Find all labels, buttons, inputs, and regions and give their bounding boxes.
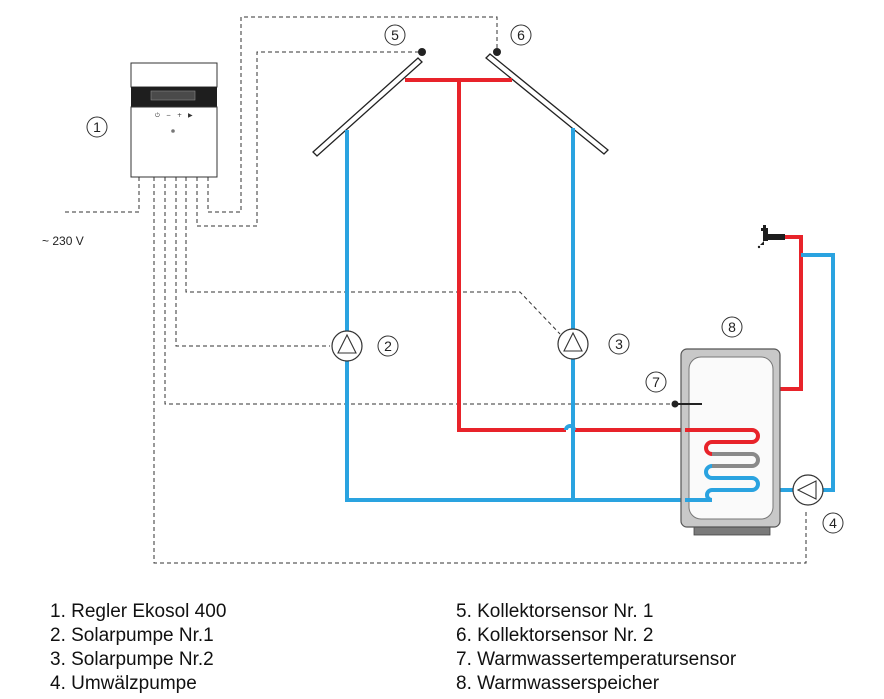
controller-top-cover [130, 62, 218, 88]
legend-item-6: 6. Kollektorsensor Nr. 2 [456, 625, 654, 646]
svg-text:3: 3 [615, 336, 623, 352]
callout-3: 3 [608, 333, 630, 355]
callout-2: 2 [377, 335, 399, 357]
callout-7: 7 [645, 371, 667, 393]
pipe-crossover [564, 424, 576, 431]
legend-left: 1. Regler Ekosol 400 2. Solarpumpe Nr.1 … [50, 600, 226, 696]
legend-right: 5. Kollektorsensor Nr. 1 6. Kollektorsen… [456, 600, 736, 696]
callout-4: 4 [822, 512, 844, 534]
callout-6: 6 [510, 24, 532, 46]
svg-text:6: 6 [517, 27, 525, 43]
legend-item-2: 2. Solarpumpe Nr.1 [50, 625, 214, 646]
legend-item-3: 3. Solarpumpe Nr.2 [50, 649, 214, 670]
callout-5: 5 [384, 24, 406, 46]
wire-sensor-5 [196, 51, 422, 227]
svg-text:1: 1 [93, 119, 101, 135]
legend-item-8: 8. Warmwasserspeicher [456, 673, 660, 694]
svg-text:2: 2 [384, 338, 392, 354]
wire-tank-sensor [164, 177, 672, 405]
heat-exchanger-coil [685, 428, 760, 502]
callouts: 1 2 3 4 5 6 7 8 [86, 24, 844, 534]
controller-button-minus: − [166, 112, 171, 119]
hot-pipes [405, 78, 803, 432]
solar-collector-right [485, 53, 609, 155]
collector-sensor-5 [418, 48, 426, 56]
tank-sensor-7 [671, 400, 679, 408]
controller-button-ok: ▶ [188, 112, 193, 119]
wire-pump-4 [153, 177, 807, 564]
hot-pipe-to-tap [772, 235, 803, 391]
legend-item-7: 7. Warmwassertemperatursensor [456, 649, 737, 670]
tank-inner [688, 356, 774, 520]
svg-text:4: 4 [829, 515, 837, 531]
legend-item-1: 1. Regler Ekosol 400 [50, 601, 227, 622]
pump-3 [557, 328, 589, 360]
svg-text:7: 7 [652, 374, 660, 390]
wiring [65, 16, 807, 564]
svg-text:5: 5 [391, 27, 399, 43]
controller-button-plus: + [177, 112, 182, 119]
svg-text:8: 8 [728, 319, 736, 335]
cold-pipe-left-return [345, 130, 685, 502]
hot-water-tank [671, 348, 781, 536]
controller-screen [150, 90, 196, 101]
wire-sensor-6 [207, 16, 498, 213]
power-supply-label: ~ 230 V [42, 234, 84, 248]
pump-4 [792, 474, 824, 506]
callout-8: 8 [721, 316, 743, 338]
controller-body [130, 106, 218, 178]
power-supply-wire [65, 177, 140, 213]
solar-collector-left [312, 57, 423, 157]
callout-1: 1 [86, 116, 108, 138]
legend-item-4: 4. Umwälzpumpe [50, 673, 197, 694]
controller-led [171, 129, 175, 133]
wire-pump-2 [175, 177, 330, 347]
controller-ekosol-400: ⏻ − + ▶ [130, 62, 218, 178]
legend-item-5: 5. Kollektorsensor Nr. 1 [456, 601, 654, 622]
collector-sensor-6 [493, 48, 501, 56]
pump-2 [331, 330, 363, 362]
water-tap-icon [757, 225, 785, 249]
wire-pump-3 [185, 177, 561, 335]
cold-pipe-circulation [801, 253, 835, 492]
controller-button-power: ⏻ [155, 112, 160, 119]
hot-pipe-flow-down [457, 80, 566, 432]
